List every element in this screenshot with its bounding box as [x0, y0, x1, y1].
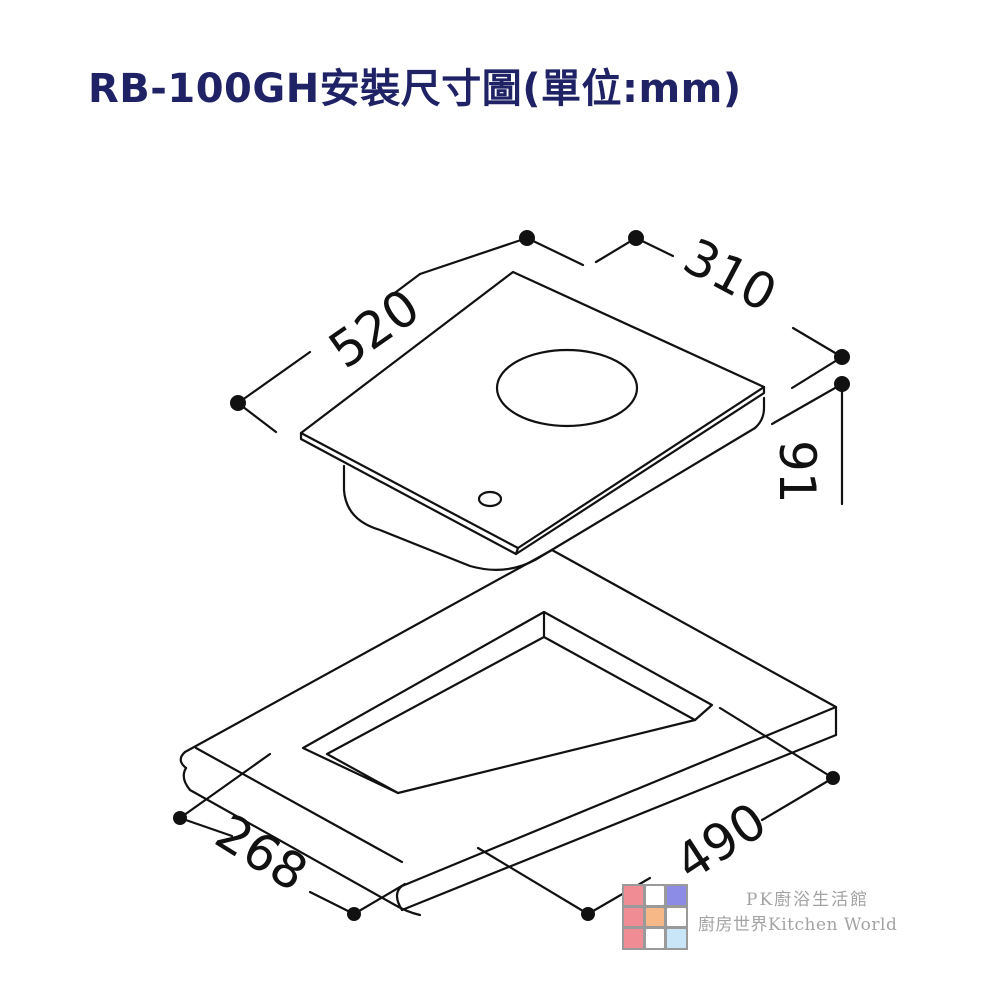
control-knob: [477, 490, 503, 508]
dimension-depth-310: 310: [674, 227, 785, 323]
cooktop-body: [342, 396, 766, 571]
dimension-cutout-490: 490: [665, 791, 777, 892]
dimension-cutout-268: 268: [206, 803, 318, 903]
watermark-line1: PK廚浴生活館: [746, 890, 870, 910]
counter-top: [179, 548, 838, 917]
cooking-zone: [495, 348, 639, 428]
watermark-logo-icon: [622, 884, 688, 950]
dimension-points-top: [230, 230, 850, 411]
dimension-height-91: 91: [768, 440, 826, 504]
page-title: RB-100GH安裝尺寸圖(單位:mm): [88, 66, 742, 112]
watermark-line2: 廚房世界Kitchen World: [698, 915, 898, 935]
dimension-lines-bottom: [178, 706, 835, 916]
dimension-points-bottom: [173, 771, 840, 921]
cooktop-glass: [299, 270, 766, 556]
